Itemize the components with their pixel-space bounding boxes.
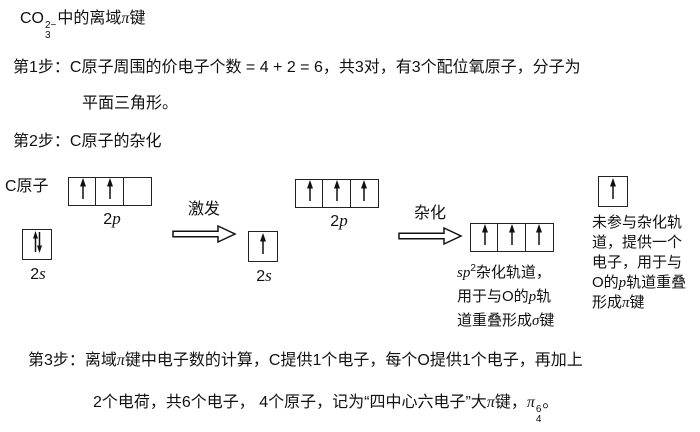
electron-up-arrow-icon <box>607 178 619 205</box>
c-atom-label: C原子 <box>5 178 49 195</box>
pi-symbol: π <box>121 10 130 27</box>
ground-2p-orbitals <box>68 177 152 206</box>
step3-line1: 第3步：离域π键中电子数的计算，C提供1个电子，每个O提供1个电子，再加上 <box>28 352 583 369</box>
title-text-pre: 中的离域 <box>57 10 122 27</box>
unhybridized-caption-line5: 形成π键 <box>592 294 645 311</box>
orbital-box-up <box>68 177 97 206</box>
excited-2p-label: 2p <box>330 211 348 230</box>
sp2-caption-line2: 用于与O的p轨 <box>457 288 552 305</box>
excite-label: 激发 <box>187 201 220 218</box>
electron-up-arrow-icon <box>479 224 491 251</box>
unhybridized-caption-line2: 道，提供一个 <box>592 234 683 251</box>
hybridize-label: 杂化 <box>413 205 446 222</box>
excited-2s-label: 2s <box>256 266 272 285</box>
unhybridized-caption: 未参与杂化轨 道，提供一个 电子，用于与 O的p轨道重叠 形成π键 <box>592 213 686 313</box>
electron-up-arrow-icon <box>331 180 343 207</box>
formula-subscript: 3 <box>45 30 51 41</box>
electron-pair-arrow-icon <box>30 230 45 259</box>
sp2-caption: sp2杂化轨道， 用于与O的p轨 道重叠形成σ键 <box>457 257 554 333</box>
formula-charge-scripts: 2−3 <box>45 21 56 41</box>
electron-up-arrow-icon <box>104 178 116 205</box>
orbital-box-up <box>497 223 527 252</box>
electron-up-arrow-icon <box>533 224 545 251</box>
unhybridized-caption-line4: O的p轨道重叠 <box>592 274 687 291</box>
orbital-box-up <box>248 231 278 262</box>
orbital-box-up <box>598 176 628 207</box>
orbital-box-up <box>322 179 352 208</box>
ground-2s-label: 2s <box>30 264 46 283</box>
step2-line: 第2步：C原子的杂化 <box>13 133 162 150</box>
pi-46-symbol: π <box>526 394 535 411</box>
orbital-box-up <box>95 177 125 206</box>
title-text-post: 键 <box>129 10 146 27</box>
formula-superscript: 2− <box>45 20 57 31</box>
electron-up-arrow-icon <box>506 224 518 251</box>
orbital-box-up <box>470 223 499 252</box>
sp2-caption-line3: 道重叠形成σ键 <box>457 312 555 329</box>
unhybridized-p-orbital <box>598 176 628 207</box>
electron-up-arrow-icon <box>257 233 269 260</box>
orbital-box-up <box>349 179 379 208</box>
electron-up-arrow-icon <box>304 180 316 207</box>
orbital-box-up <box>524 223 554 252</box>
orbital-box-empty <box>122 177 152 206</box>
electron-up-arrow-icon <box>77 178 89 205</box>
excite-arrow-icon <box>172 224 237 249</box>
step1-line2: 平面三角形。 <box>82 95 179 112</box>
electron-up-arrow-icon <box>358 180 370 207</box>
sp2-caption-line1: sp2杂化轨道， <box>457 263 551 281</box>
unhybridized-caption-line1: 未参与杂化轨 <box>592 214 683 231</box>
ground-2s-orbital <box>22 229 52 260</box>
unhybridized-caption-line3: 电子，用于与 <box>592 254 683 271</box>
excited-2s-orbital <box>248 231 278 262</box>
sp2-hybrid-orbitals <box>470 223 554 252</box>
formula-base: CO <box>20 10 44 27</box>
ground-2p-label: 2p <box>103 209 121 228</box>
orbital-box-pair <box>22 229 52 260</box>
step1-line1: 第1步：C原子周围的价电子个数 = 4 + 2 = 6，共3对，有3个配位氧原子… <box>13 59 581 76</box>
hybridize-arrow-icon <box>398 226 463 251</box>
orbital-box-up <box>295 179 324 208</box>
excited-2p-orbitals <box>295 179 379 208</box>
